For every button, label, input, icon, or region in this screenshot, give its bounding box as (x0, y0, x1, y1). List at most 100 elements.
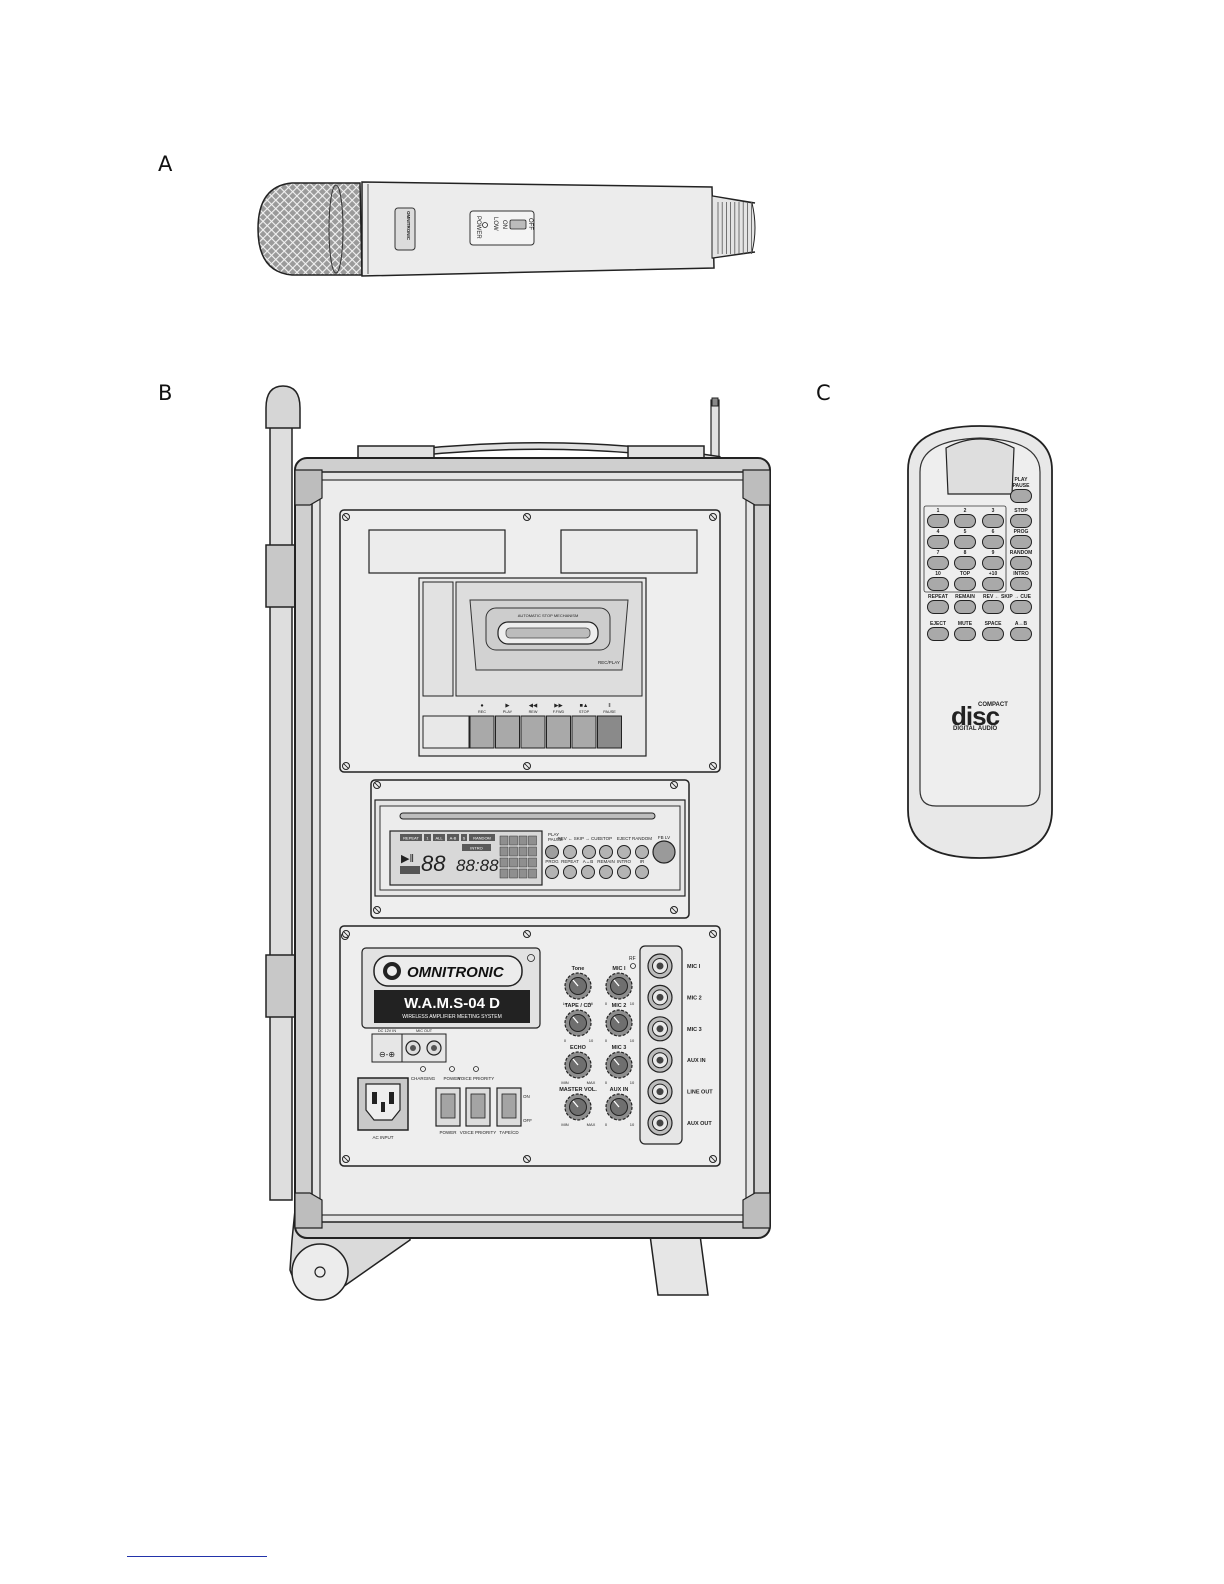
remote-row-b-button[interactable] (927, 627, 949, 641)
mixer-knob-min: 0 (605, 1080, 608, 1085)
mic-power-switch[interactable] (509, 219, 527, 230)
mixer-knob-max: 10 (589, 1038, 594, 1043)
tape-button-3[interactable] (546, 715, 571, 749)
rf-led-icon (630, 963, 636, 969)
mic-out-label: MIC OUT (416, 1029, 433, 1033)
remote-rev-button[interactable] (982, 600, 1004, 614)
tape-button-0[interactable] (469, 715, 495, 749)
cd-indicator-text: RANDOM (473, 836, 491, 841)
cd-button-top-1[interactable] (563, 845, 577, 859)
remote-prog-button[interactable] (1010, 535, 1032, 549)
mixer-knob-max: MAX (587, 1080, 596, 1085)
cd-indicator-tag (433, 834, 445, 841)
cd-button-top-label: RANDOM (632, 836, 652, 841)
tape-button-label: REC (478, 710, 486, 714)
cd-button-bottom-0[interactable] (545, 865, 559, 879)
rocker-switch-paddle (440, 1093, 456, 1119)
cd-indicator-tag (461, 834, 467, 841)
screw-slot (343, 1156, 349, 1162)
remote-number-button[interactable] (982, 535, 1004, 549)
screw-slot (710, 931, 716, 937)
remote-row-b-button-label: MUTE (958, 621, 973, 627)
tape-button-5[interactable] (597, 715, 622, 749)
mixer-knob-pointer (613, 979, 620, 987)
remote-number-button-label: 5 (964, 529, 967, 535)
remote-prog-button-label: PROG (1014, 529, 1029, 535)
led-label: VOICE PRIORITY (458, 1076, 495, 1081)
tape-button-2[interactable] (520, 715, 546, 749)
remote-repeat-button[interactable] (927, 600, 949, 614)
cd-knob-label: FB LV (658, 835, 670, 840)
remote-stop-button[interactable] (1010, 514, 1032, 528)
cd-indicator-text: INTRO (470, 846, 482, 851)
tape-button-icon: ◀◀ (529, 703, 538, 709)
ac-input-label: AC INPUT (372, 1135, 393, 1140)
remote-number-button[interactable] (954, 535, 976, 549)
remote-number-button-label: 4 (937, 529, 940, 535)
cd-button-bottom-1[interactable] (563, 865, 577, 879)
cd-button-top-5[interactable] (635, 845, 649, 859)
remote-number-button[interactable] (954, 514, 976, 528)
remote-number-button[interactable] (954, 577, 976, 591)
mic-brand-label: OMNITRONIC (406, 211, 411, 241)
tape-button-1[interactable] (495, 715, 520, 749)
remote-row-b-button-label: SPACE (985, 621, 1003, 627)
cd-button-bottom-3[interactable] (599, 865, 613, 879)
remote-number-button[interactable] (982, 514, 1004, 528)
remote-cue-button[interactable] (1010, 600, 1032, 614)
cd-button-bottom-2[interactable] (581, 865, 595, 879)
remote-row-b-button[interactable] (982, 627, 1004, 641)
remote-number-button-label: 2 (964, 508, 967, 514)
remote-number-button[interactable] (927, 535, 949, 549)
cd-button-bottom-5[interactable] (635, 865, 649, 879)
tape-button-icon: ● (480, 703, 483, 709)
rocker-switch-paddle (501, 1093, 517, 1119)
mixer-knob-pointer (613, 1100, 620, 1108)
tape-button-label: PLAY (503, 710, 513, 714)
cd-button-top-4[interactable] (617, 845, 631, 859)
remote-number-button[interactable] (927, 556, 949, 570)
cd-button-top-label: EJECT (617, 836, 632, 841)
cd-track-cell (509, 846, 518, 857)
remote-repeat-button-label: REPEAT (928, 594, 948, 600)
tape-button-4[interactable] (571, 715, 597, 749)
cd-track-cell (509, 835, 518, 846)
remote-number-button[interactable] (982, 556, 1004, 570)
cd-indicator-text: S (463, 836, 466, 841)
mixer-knob-max: Hi (589, 1001, 593, 1006)
cd-button-bottom-label: A↔B (583, 859, 594, 864)
remote-row-b-button[interactable] (954, 627, 976, 641)
remote-number-button[interactable] (982, 577, 1004, 591)
remote-intro-button[interactable] (1010, 577, 1032, 591)
remote-number-button[interactable] (927, 514, 949, 528)
jack-socket-hole (656, 962, 664, 970)
portable-pa-unit: AUTOMATIC STOP MECHANISM REC/PLAY ●REC▶P… (265, 385, 771, 1301)
mixer-knob-min: MIN (561, 1122, 568, 1127)
screw-slot (374, 907, 380, 913)
cd-button-bottom-4[interactable] (617, 865, 631, 879)
mixer-knob-label: MASTER VOL. (559, 1087, 597, 1093)
cd-indicator-text: 1 (426, 836, 429, 841)
screw-slot (343, 931, 349, 937)
cd-track-cell (528, 835, 537, 846)
remote-row-b-button[interactable] (1010, 627, 1032, 641)
jack-socket-hole (656, 1056, 664, 1064)
cd-button-top-0[interactable] (545, 845, 559, 859)
remote-number-button[interactable] (954, 556, 976, 570)
figure-label-c: C (816, 381, 831, 405)
remote-play-pause-button[interactable] (1010, 489, 1032, 503)
cd-button-top-2[interactable] (582, 845, 596, 859)
cd-button-top-3[interactable] (599, 845, 613, 859)
remote-remain-button[interactable] (954, 600, 976, 614)
remote-number-button[interactable] (927, 577, 949, 591)
remote-random-button[interactable] (1010, 556, 1032, 570)
remote-number-button-label: +10 (989, 571, 998, 577)
cd-button-bottom-label: REPEAT (561, 859, 579, 864)
remote-pause-label: PAUSE (1013, 483, 1031, 489)
remote-intro-button-label: INTRO (1013, 571, 1029, 577)
rocker-switch-paddle (470, 1093, 486, 1119)
tape-button-label: F.FWD (553, 710, 565, 714)
cd-knob[interactable] (652, 840, 676, 864)
cd-indicator-tag (447, 834, 459, 841)
